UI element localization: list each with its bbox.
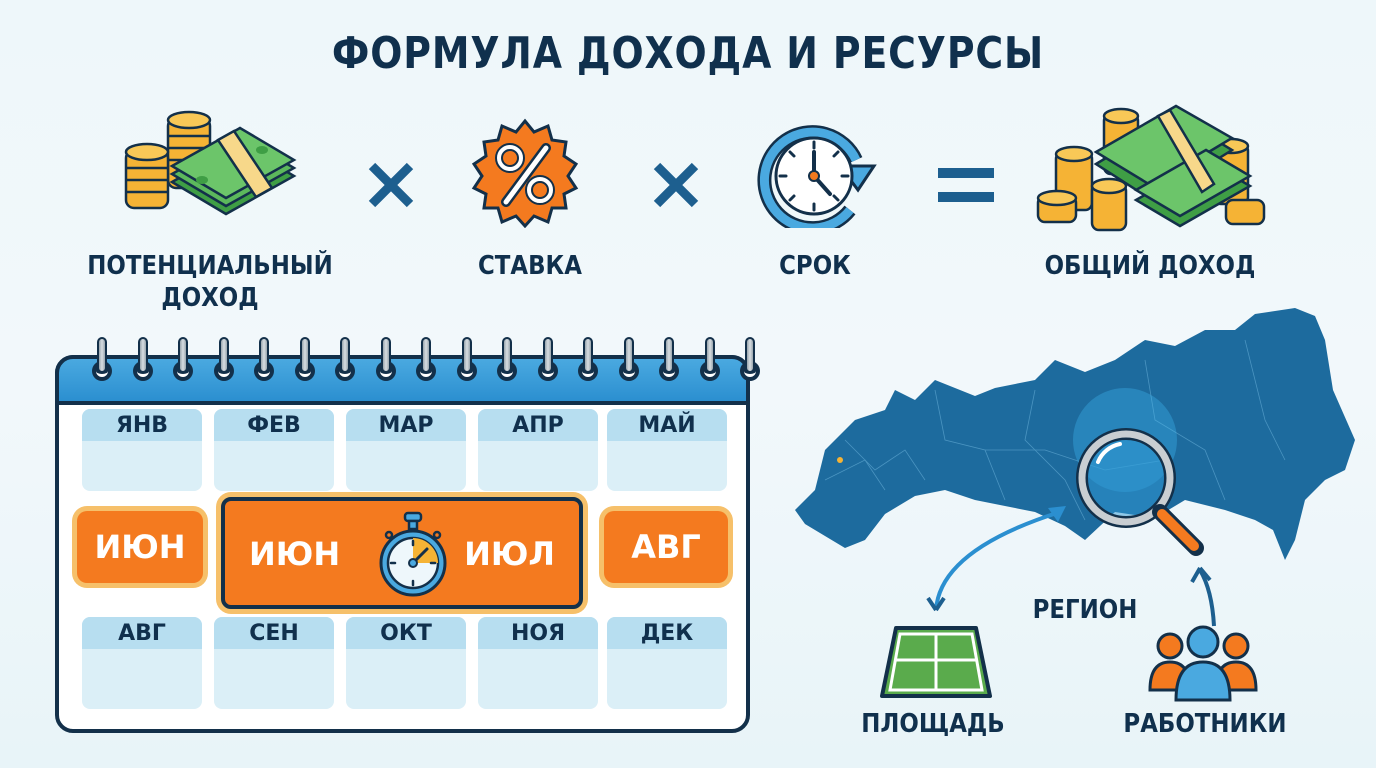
potential-income-label: ПОТЕНЦИАЛЬНЫЙ ДОХОД (78, 250, 342, 314)
month-cell-jun-highlight[interactable]: ИЮН (77, 511, 203, 583)
spiral-ring (254, 337, 274, 383)
spiral-ring (537, 337, 558, 383)
month-label: ФЕВ (214, 409, 334, 441)
percent-badge-icon (470, 118, 580, 232)
potential-income-line1: ПОТЕНЦИАЛЬНЫЙ (87, 251, 333, 281)
stopwatch-icon (377, 509, 449, 609)
season-range-jun-jul[interactable]: ИЮН ИЮЛ (221, 497, 583, 609)
month-cell-aug[interactable]: АВГ (82, 617, 202, 709)
spiral-ring (456, 337, 477, 383)
workers-label: РАБОТНИКИ (1123, 709, 1287, 739)
term-label: СРОК (779, 251, 851, 281)
spiral-ring (213, 337, 234, 383)
region-label: РЕГИОН (1032, 595, 1138, 625)
month-label: ДЕК (607, 617, 727, 649)
calendar-header (55, 355, 750, 405)
month-label: ЯНВ (82, 409, 202, 441)
spiral-ring (92, 337, 112, 383)
page-title: ФОРМУЛА ДОХОДА И РЕСУРСЫ (331, 28, 1045, 79)
month-label: АПР (478, 409, 598, 441)
month-cell-sep[interactable]: СЕН (214, 617, 334, 709)
month-label: СЕН (214, 617, 334, 649)
range-end-label: ИЮЛ (464, 535, 555, 573)
arrows (900, 500, 1230, 634)
month-label: МАР (346, 409, 466, 441)
month-cell-may[interactable]: МАЙ (607, 409, 727, 491)
spiral-ring (497, 337, 517, 383)
spiral-ring (578, 337, 598, 383)
multiply-operator-1 (366, 160, 416, 214)
month-cell-dec[interactable]: ДЕК (607, 617, 727, 709)
month-cell-feb[interactable]: ФЕВ (214, 409, 334, 491)
spiral-ring (173, 337, 193, 383)
calendar: ЯНВ ФЕВ МАР АПР МАЙ ИЮН ИЮН (55, 337, 760, 733)
area-plot-icon (876, 624, 996, 708)
month-label: ИЮН (94, 528, 186, 566)
month-label: АВГ (82, 617, 202, 649)
month-label: АВГ (631, 528, 701, 566)
range-start-label: ИЮН (249, 535, 341, 573)
multiply-operator-2 (651, 160, 701, 214)
month-label: ОКТ (346, 617, 466, 649)
month-cell-nov[interactable]: НОЯ (478, 617, 598, 709)
month-cell-oct[interactable]: ОКТ (346, 617, 466, 709)
month-cell-mar[interactable]: МАР (346, 409, 466, 491)
spiral-ring (416, 337, 436, 383)
month-label: МАЙ (607, 409, 727, 441)
month-cell-apr[interactable]: АПР (478, 409, 598, 491)
month-label: НОЯ (478, 617, 598, 649)
money-coins-icon (122, 108, 302, 222)
spiral-ring (132, 337, 153, 383)
spiral-ring (375, 337, 396, 383)
magnifier-icon (1068, 420, 1208, 564)
area-label: ПЛОЩАДЬ (861, 709, 1005, 739)
equals-operator (936, 166, 996, 210)
workers-icon (1148, 624, 1258, 708)
money-stack-icon (1036, 104, 1266, 238)
spiral-ring (335, 337, 355, 383)
spiral-ring (740, 337, 760, 383)
clock-refresh-icon (752, 118, 887, 236)
spiral-ring (294, 337, 315, 383)
rate-label: СТАВКА (478, 251, 582, 281)
spiral-ring (618, 337, 639, 383)
potential-income-line2: ДОХОД (161, 283, 259, 313)
month-cell-jan[interactable]: ЯНВ (82, 409, 202, 491)
month-cell-aug-highlight[interactable]: АВГ (604, 511, 728, 583)
spiral-ring (659, 337, 679, 383)
spiral-ring (699, 337, 720, 383)
total-income-label: ОБЩИЙ ДОХОД (1044, 251, 1256, 281)
